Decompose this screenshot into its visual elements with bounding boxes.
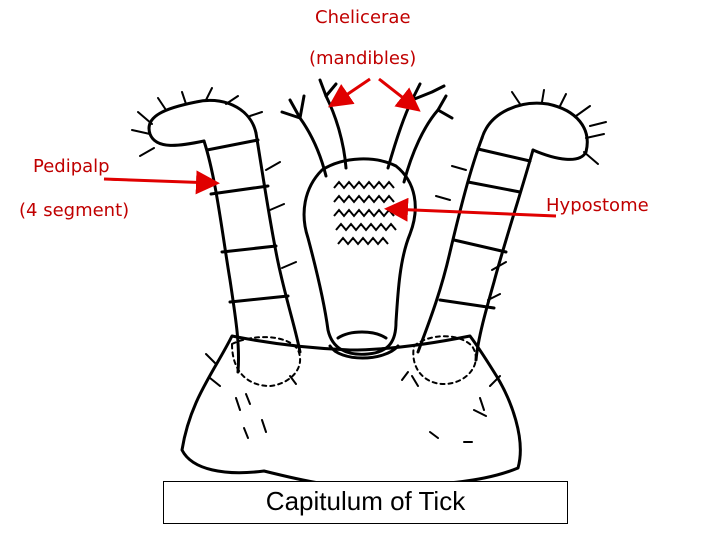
arrow-to-pedipalp [103, 170, 220, 195]
hypostome [302, 157, 417, 360]
arrow-to-hypostome [384, 197, 557, 222]
label-segments: (4 segment) [19, 200, 130, 221]
arrow-to-left-chelicera [328, 77, 371, 108]
caption-text: Capitulum of Tick [265, 486, 466, 516]
right-pedipalp [416, 101, 589, 362]
label-chelicerae: Chelicerae [315, 7, 411, 28]
hypostome-denticles [333, 180, 397, 246]
basis-capituli [180, 334, 522, 489]
setae [131, 87, 607, 443]
annotation-arrows [103, 77, 557, 222]
label-hypostome: Hypostome [546, 195, 649, 216]
porose-area-left [231, 336, 301, 387]
porose-area-right [412, 335, 477, 385]
label-pedipalp: Pedipalp [33, 156, 110, 177]
arrow-to-right-chelicera [378, 77, 421, 112]
left-pedipalp [147, 98, 302, 374]
pedipalp-underline [103, 178, 118, 181]
label-mandibles: (mandibles) [309, 48, 417, 69]
caption-box: Capitulum of Tick [163, 481, 568, 524]
